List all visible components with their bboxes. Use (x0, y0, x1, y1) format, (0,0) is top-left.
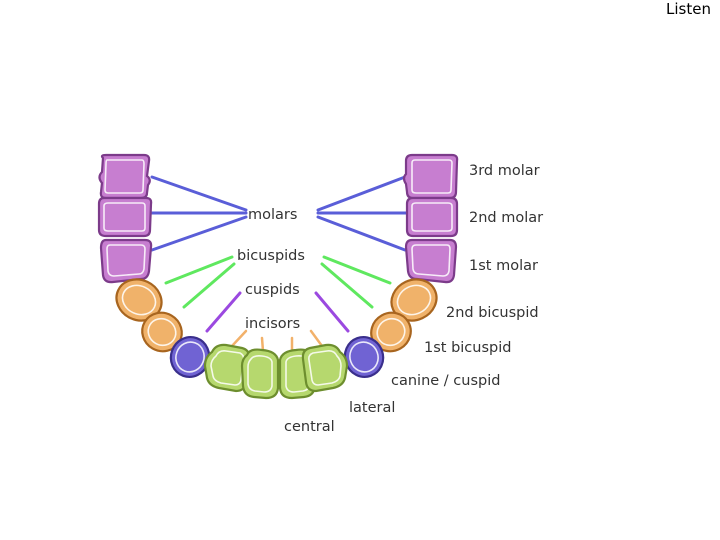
label-1st-bicuspid: 1st bicuspid (424, 340, 511, 356)
molar-line-left-1 (150, 175, 248, 212)
incisor-connector-lines (230, 329, 324, 353)
label-lateral: lateral (349, 400, 395, 416)
label-2nd-molar: 2nd molar (469, 210, 543, 226)
listen-button[interactable]: Listen (666, 0, 711, 18)
label-incisors: incisors (245, 316, 300, 332)
tooth-molar-right-1 (404, 238, 458, 284)
label-3rd-molar: 3rd molar (469, 163, 540, 179)
molar-line-right-1 (316, 175, 407, 212)
incisor-line-1 (230, 329, 248, 348)
tooth-molar-right-3 (402, 153, 459, 200)
molar-line-right-3 (316, 215, 407, 252)
tooth-bicuspid-left-2 (115, 278, 163, 322)
tooth-molar-left-2 (97, 196, 153, 238)
molar-teeth-right (402, 153, 459, 284)
label-2nd-bicuspid: 2nd bicuspid (446, 305, 539, 321)
label-1st-molar: 1st molar (469, 258, 538, 274)
label-molars: molars (248, 207, 297, 223)
label-canine-cuspid: canine / cuspid (391, 373, 500, 389)
incisor-teeth (203, 343, 349, 400)
tooth-molar-right-2 (405, 196, 459, 238)
cuspid-line-left (205, 291, 242, 333)
label-central: central (284, 419, 335, 435)
bicuspid-line-right-1 (322, 255, 392, 285)
bicuspid-teeth (115, 278, 438, 353)
tooth-molar-left-3 (98, 153, 151, 200)
molar-teeth-left (97, 153, 153, 284)
bicuspid-line-left-2 (182, 262, 236, 309)
incisor-line-4 (309, 329, 324, 348)
tooth-bicuspid-right-2 (390, 278, 438, 322)
incisor-line-2 (260, 336, 265, 353)
bicuspid-line-left-1 (164, 255, 234, 285)
cuspid-connector-lines (205, 291, 350, 333)
bicuspid-line-right-2 (320, 262, 374, 309)
molar-line-left-3 (150, 215, 248, 252)
bicuspid-connector-lines (164, 255, 392, 309)
label-bicuspids: bicuspids (237, 248, 305, 264)
tooth-molar-left-1 (99, 238, 153, 284)
cuspid-line-right (314, 291, 350, 333)
tooth-incisor-central-left (240, 348, 280, 400)
label-cuspids: cuspids (245, 282, 300, 298)
tooth-incisor-lateral-right (301, 343, 349, 393)
molar-connector-lines (148, 175, 409, 252)
